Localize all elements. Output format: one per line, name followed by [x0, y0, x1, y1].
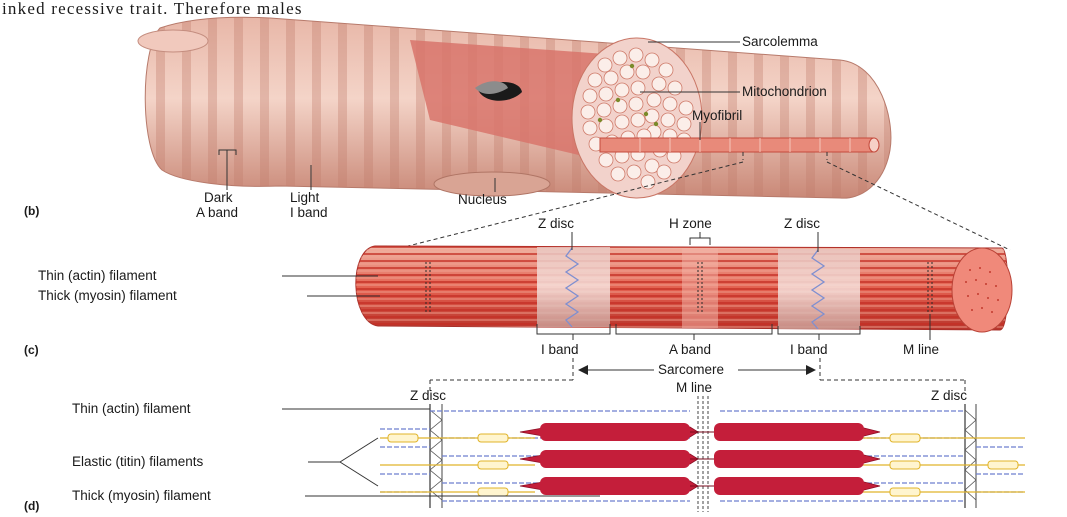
label-z-disc-c-left: Z disc [538, 216, 574, 231]
h-zone-lighter [682, 248, 718, 328]
label-thick-filament-c: Thick (myosin) filament [38, 288, 177, 303]
label-h-zone: H zone [669, 216, 712, 231]
label-thick-filament-d: Thick (myosin) filament [72, 488, 211, 503]
label-sarcolemma: Sarcolemma [742, 34, 818, 49]
label-m-line-d: M line [676, 380, 712, 395]
label-myofibril: Myofibril [692, 108, 742, 123]
panel-d-letter: (d) [24, 499, 39, 513]
label-mitochondrion: Mitochondrion [742, 84, 827, 99]
label-nucleus: Nucleus [458, 192, 507, 207]
label-elastic-filaments: Elastic (titin) filaments [72, 454, 204, 469]
panel-c-letter: (c) [24, 343, 39, 357]
panel-c: Z disc H zone Z disc Thin (actin) filame… [24, 216, 1012, 392]
top-cutoff-text: inked recessive trait. Therefore males [2, 0, 303, 18]
label-light-line2: I band [290, 205, 328, 220]
label-dark-line2: A band [196, 205, 238, 220]
label-z-disc-d-right: Z disc [931, 388, 967, 403]
panel-b: (b) Sarcolemma Mitochondrion Myofibril D… [24, 17, 1010, 250]
myofibril-end-face [952, 248, 1012, 332]
label-a-band: A band [669, 342, 711, 357]
panel-b-letter: (b) [24, 204, 39, 218]
label-thin-filament-c: Thin (actin) filament [38, 268, 157, 283]
label-dark-line1: Dark [204, 190, 233, 205]
label-thin-filament-d: Thin (actin) filament [72, 401, 191, 416]
label-sarcomere: Sarcomere [658, 362, 724, 377]
label-i-band-right: I band [790, 342, 828, 357]
myofibril [600, 138, 879, 152]
label-z-disc-c-right: Z disc [784, 216, 820, 231]
label-i-band-left: I band [541, 342, 579, 357]
panel-d: Z disc M line Z disc Thin (actin) filame… [24, 380, 1025, 513]
label-z-disc-d-left: Z disc [410, 388, 446, 403]
label-m-line-c: M line [903, 342, 939, 357]
label-light-line1: Light [290, 190, 320, 205]
